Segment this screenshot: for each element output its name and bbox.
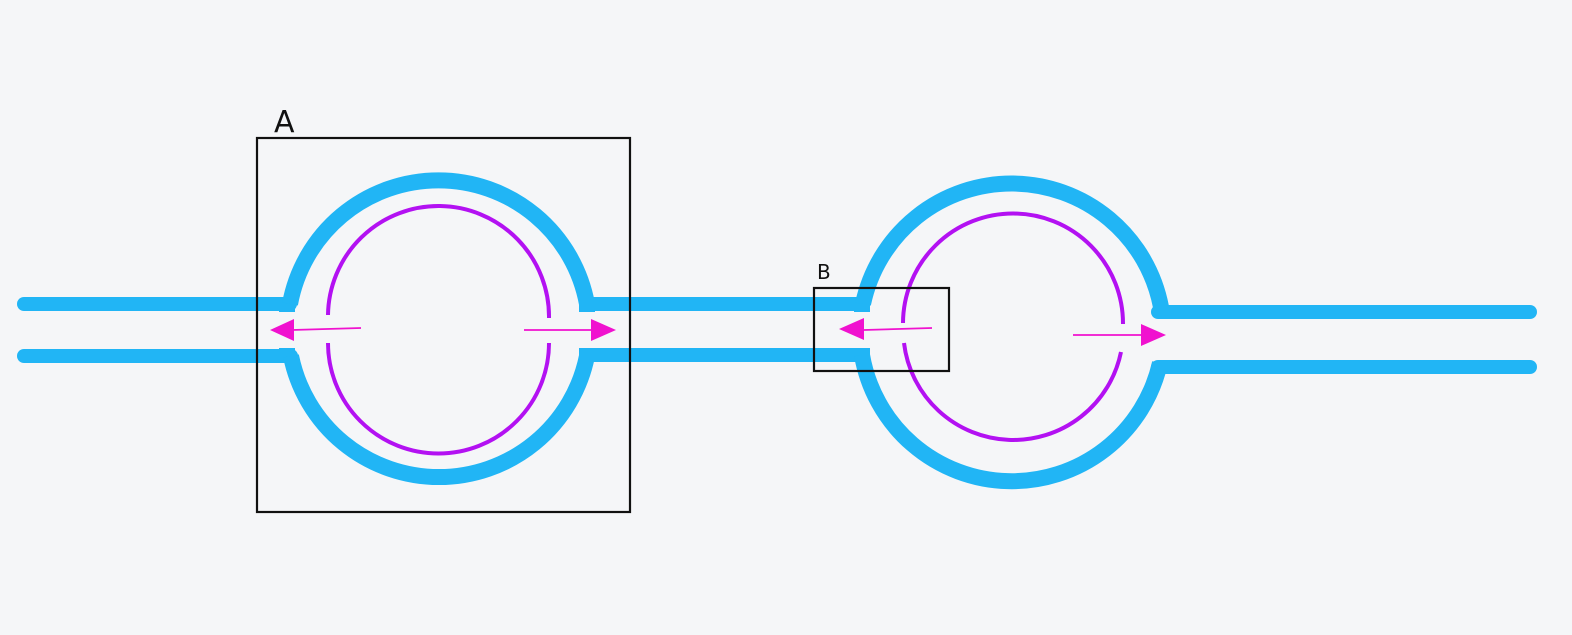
right-inner-ring-lower-arc (902, 342, 1123, 442)
left-outer-ring-upper-arc (282, 172, 595, 306)
box-a-label: A (274, 105, 295, 140)
left-inner-ring-lower-arc (326, 342, 551, 456)
box-a-frame (255, 136, 632, 514)
left-outer-ring-lower-arc (283, 354, 595, 485)
left-ring-left-arrow-line (291, 327, 362, 331)
box-b-label: B (817, 260, 831, 284)
right-ring-left-arrow-line (863, 327, 933, 331)
right-inner-ring-upper-arc (901, 211, 1126, 325)
right-outer-ring-lower-arc (854, 353, 1168, 490)
right-outer-ring-upper-arc (855, 175, 1169, 309)
left-inner-ring-upper-arc (326, 204, 552, 319)
left-arrow-icon (270, 319, 294, 341)
right-arrow-icon (1141, 324, 1166, 346)
right-arrow-icon (591, 319, 616, 341)
left-arrow-icon (839, 318, 864, 340)
box-b-frame (812, 286, 951, 373)
